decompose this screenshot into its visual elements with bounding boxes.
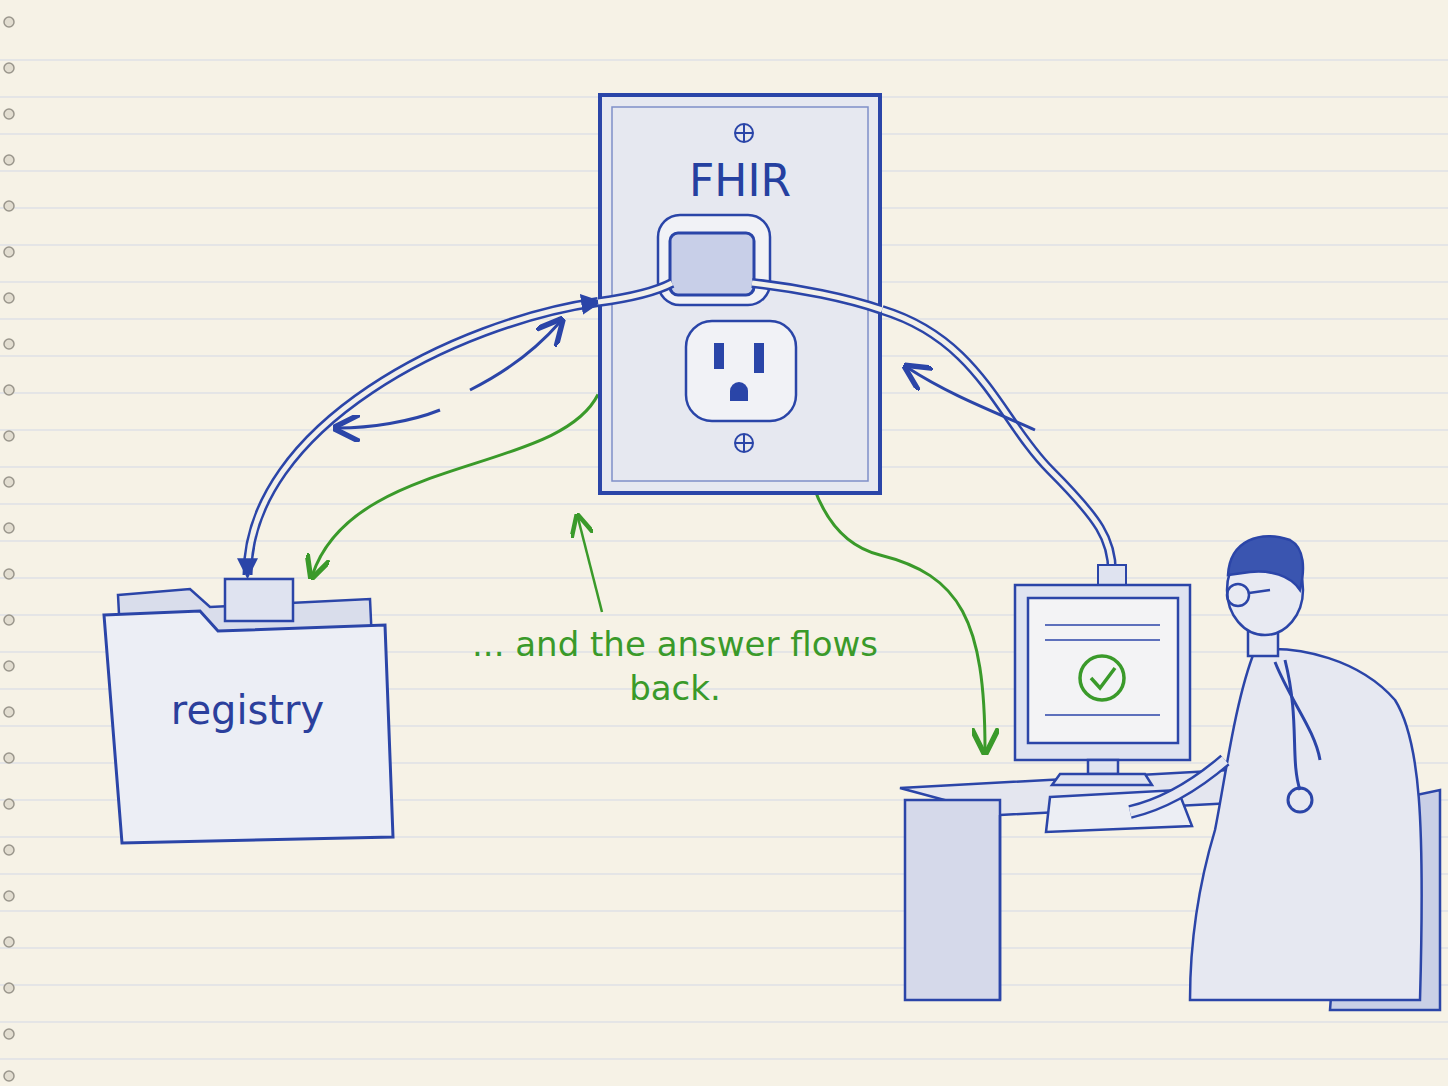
registry-folder: registry <box>100 575 395 845</box>
flow-arrow <box>338 410 440 428</box>
leader-line <box>578 518 602 612</box>
cable-connector <box>248 302 599 575</box>
answer-arrow <box>312 395 598 576</box>
cable-plug <box>1098 565 1126 587</box>
node-label: FHIR <box>689 155 791 206</box>
cable <box>882 310 1112 572</box>
fhir-outlet-plate: FHIR <box>598 93 882 495</box>
note-label: ... and the answer flows back. <box>470 622 880 710</box>
spiral-holes <box>4 17 14 1081</box>
ruled-lines <box>0 60 1448 1059</box>
wall-outlet <box>598 93 882 495</box>
cable <box>882 310 1112 572</box>
flow-arrow <box>908 368 1035 430</box>
check-icon <box>1080 656 1124 700</box>
node-label: registry <box>171 687 324 733</box>
doctor-figure <box>1130 536 1422 1000</box>
